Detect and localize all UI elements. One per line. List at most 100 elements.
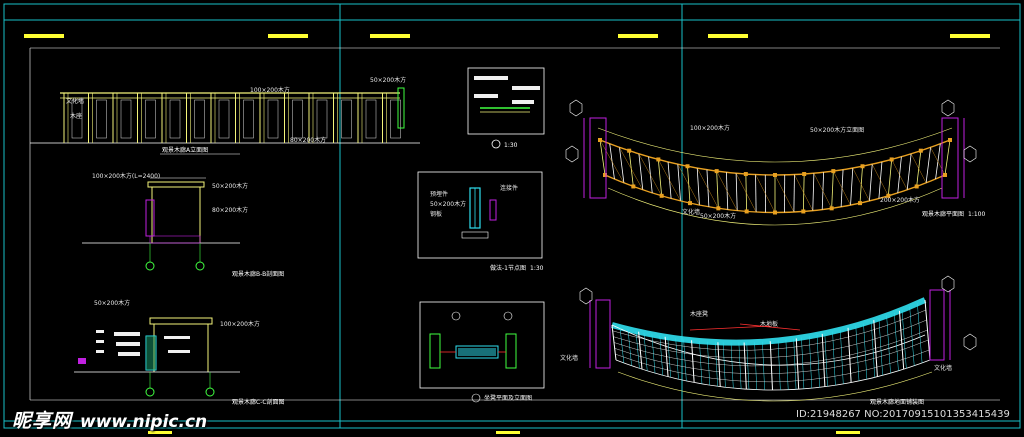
sec-b-dim-1: 100×200木方(L=2400) (92, 172, 160, 180)
elev-left-label: 文化墙 (66, 97, 84, 105)
elev-end-post (397, 87, 405, 129)
plan-brace (677, 164, 700, 206)
elevation-panel (316, 99, 328, 139)
section-c-steps (78, 330, 190, 364)
header-block-6 (950, 34, 990, 38)
plan-brace (697, 167, 719, 209)
elevation-panel (218, 99, 230, 139)
sec-b-dim-3: 80×200木方 (212, 206, 248, 214)
elevation-panel (96, 99, 107, 139)
plan-slat (850, 168, 854, 206)
plan-post-bottom (914, 184, 919, 189)
plan-slat (735, 173, 738, 211)
plan-brace (891, 159, 908, 190)
plan-post-top (743, 172, 748, 177)
plan-brace (716, 171, 738, 211)
front-elevation: 文化墙 木座 100×200木方 50×200木方 80×200木方 观景木廊A… (30, 76, 420, 155)
detail-3: 坐凳平面及立面图 (419, 301, 545, 403)
plan-brace (755, 174, 776, 213)
elevation-posts (63, 93, 401, 143)
detail-2: 预埋件 50×200木方 钢板 连接件 做法-1节点图 1:30 (417, 171, 544, 272)
floor-grid-major (795, 338, 800, 390)
plan-top-title: 观景木廊平面图 (922, 210, 964, 218)
elevation-panel (145, 99, 156, 139)
floor-grid-major (898, 310, 905, 370)
plan-slat (716, 171, 719, 209)
floor-grid-major (717, 342, 721, 387)
plan-top-end-left (583, 117, 607, 199)
section-b (82, 177, 240, 271)
elevation-panel (365, 99, 377, 139)
plan-post-bottom (858, 201, 862, 206)
plan-brace (599, 139, 625, 183)
plan-slat (812, 173, 815, 211)
sheet-frame (3, 3, 1021, 429)
plan-slat (677, 164, 681, 201)
plan-brace (794, 174, 813, 211)
elevation-panel (390, 99, 401, 139)
plan-dim-3: 50×200木方 (700, 212, 736, 220)
header-block-5 (708, 34, 748, 38)
plan-slat (944, 139, 951, 176)
plan-dim-4: 200×200木方 (880, 196, 920, 204)
plan-brace (813, 173, 832, 209)
detail-2-scale: 1:30 (530, 265, 544, 272)
detail-2-title: 做法-1节点图 (490, 264, 526, 272)
plan-bottom-grid (611, 299, 931, 391)
plan-slat (619, 147, 625, 183)
floor-grid-major (638, 331, 643, 370)
plan-slat (869, 164, 873, 201)
plan-slat (755, 174, 757, 213)
floor-grid-major (611, 324, 617, 361)
floor-grid-major (769, 341, 773, 391)
detail-3-title: 坐凳平面及立面图 (484, 394, 532, 402)
detail-1-scale: 1:30 (504, 142, 518, 149)
section-c (74, 317, 240, 397)
section-b-title: 观景木廊B-B剖面图 (232, 270, 284, 278)
plan-slat (657, 159, 663, 196)
floor-grid-major (924, 299, 931, 361)
plan-brace (930, 147, 946, 176)
floor-grid-major (847, 327, 852, 383)
plan-bottom-end-right (929, 289, 951, 361)
watermark-url: www.nipic.cn (80, 412, 208, 432)
plan-left-label: 文化墙 (682, 208, 700, 216)
plan-post-bottom (631, 184, 636, 189)
plan-post-top (918, 148, 923, 153)
plan-brace (872, 164, 889, 196)
plan-slat (906, 153, 912, 190)
detail-2-label-4: 连接件 (500, 184, 518, 192)
plan-post-top (802, 172, 807, 177)
sheet-headers (24, 34, 990, 38)
watermark-logo: 昵享网 (12, 410, 73, 432)
watermark-id: ID:21948267 NO:20170915101353415439 (796, 409, 1010, 420)
plan-post-bottom (688, 201, 692, 206)
plan-brace (735, 173, 757, 213)
sec-b-dim-2: 50×200木方 (212, 182, 248, 190)
plan-brace (658, 159, 681, 202)
elev-dim-3: 80×200木方 (290, 136, 326, 144)
sec-c-dim-1: 50×200木方 (94, 299, 130, 307)
plan-slat (831, 171, 834, 209)
plan-bottom-label-1: 木座凳 (690, 310, 708, 318)
elevation-panel (243, 99, 254, 139)
detail-1: 1:30 (467, 67, 545, 149)
header-block-3 (370, 34, 410, 38)
floor-grid-major (821, 333, 826, 387)
footer-marks (148, 431, 860, 434)
header-block-2 (268, 34, 308, 38)
plan-post-top (627, 148, 632, 153)
sec-c-dim-2: 100×200木方 (220, 320, 260, 328)
plan-slat (925, 147, 931, 183)
detail-2-label-2: 50×200木方 (430, 200, 466, 208)
elevation-panel (267, 99, 279, 139)
plan-slat (696, 168, 700, 206)
plan-bottom-label-4: 文化墙 (934, 364, 952, 372)
detail-2-label-3: 钢板 (430, 210, 442, 218)
elevation-panel (71, 99, 83, 139)
plan-post-top (685, 164, 690, 169)
plan-brace (619, 147, 643, 190)
floor-grid-major (743, 342, 747, 390)
